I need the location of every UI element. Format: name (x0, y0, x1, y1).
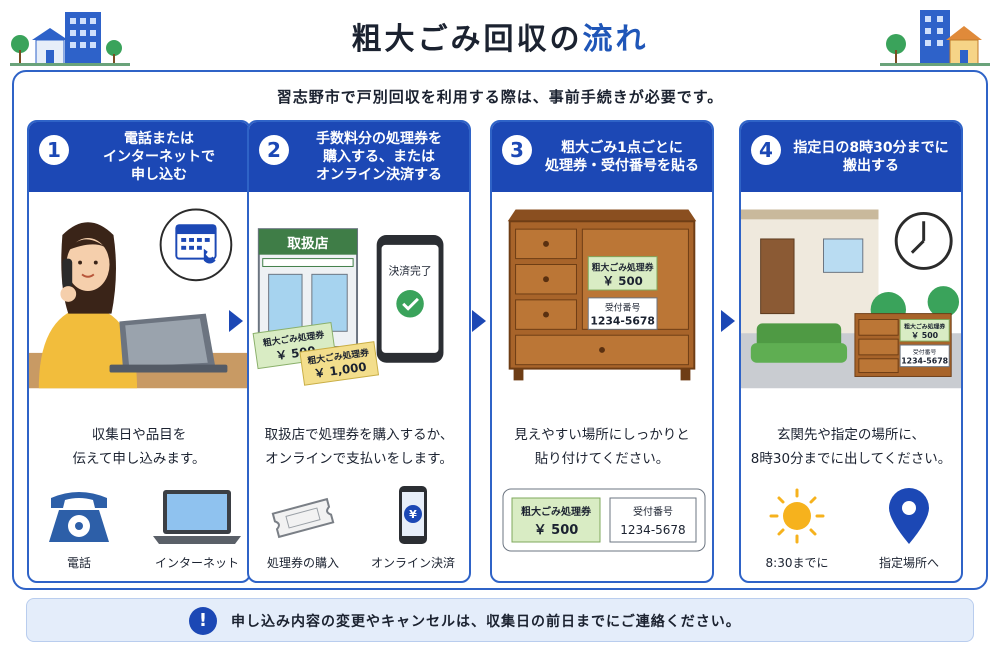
step-heading-4: 指定日の8時30分までに 搬出する (793, 139, 949, 174)
town-left-illustration (10, 12, 130, 66)
dresser-with-ticket-illustration: 粗大ごみ処理券 ￥ 500 受付番号 1234-5678 (507, 209, 697, 381)
closeup-receipt-label: 受付番号 (633, 505, 673, 518)
sun-icon (769, 488, 825, 544)
furniture-receipt-label: 受付番号 (913, 348, 937, 356)
step-heading-3: 粗大ごみ1点ごとに 処理券・受付番号を貼る (545, 139, 699, 174)
store-and-payment-illustration: 取扱店 決済完了 粗大ごみ処理券 ￥ 500 粗大ごみ処理券 ￥ 1,000 (252, 228, 444, 386)
dresser-receipt-number: 1234-5678 (590, 314, 655, 327)
icon-label-location: 指定場所へ (878, 556, 939, 570)
flow-arrow-1 (229, 310, 243, 332)
furniture-ticket-price: ￥ 500 (911, 331, 938, 340)
svg-text:¥: ¥ (409, 508, 417, 521)
ticket-icon (271, 497, 335, 539)
closeup-ticket-label: 粗大ごみ処理券 (521, 505, 592, 518)
step-icons-4: 8:30までに 指定場所へ (741, 484, 961, 581)
telephone-icon (49, 492, 109, 542)
icon-item-telephone: 電話 (29, 484, 129, 570)
icon-label-smartphone: オンライン決済 (370, 556, 455, 570)
step-number-3: 3 (502, 135, 532, 165)
step-icons-2: 処理券の購入 ¥ オンライン決済 (249, 484, 469, 581)
step-heading-1: 電話または インターネットで 申し込む (103, 130, 215, 184)
step-card-4: 4 指定日の8時30分までに 搬出する 粗大ごみ処理券 ￥ 500 受付番号 1… (739, 120, 963, 583)
step-icons-1: 電話 インターネット (29, 484, 249, 581)
step-card-3: 3 粗大ごみ1点ごとに 処理券・受付番号を貼る 粗大ごみ処理券 ￥ 500 受付… (490, 120, 714, 583)
dresser-ticket-label: 粗大ごみ処理券 (592, 261, 654, 273)
town-right-illustration (880, 10, 990, 66)
icon-item-smartphone: ¥ オンライン決済 (363, 484, 463, 570)
icon-label-laptop: インターネット (154, 556, 239, 570)
icon-item-laptop: インターネット (147, 484, 247, 570)
smartphone-yen-icon: ¥ (399, 486, 427, 544)
step-description-1: 収集日や品目を 伝えて申し込みます。 (72, 427, 206, 467)
icon-label-ticket: 処理券の購入 (266, 556, 339, 570)
laptop-icon (153, 490, 241, 544)
header: 粗大ごみ回収の流れ (0, 0, 1000, 70)
step-description-4: 玄関先や指定の場所に、 8時30分までに出してください。 (750, 427, 952, 467)
step-number-1: 1 (39, 135, 69, 165)
title-main: 粗大ごみ回収の (351, 22, 583, 57)
page-title: 粗大ごみ回収の流れ (0, 14, 1000, 58)
step-card-1: 1 電話または インターネットで 申し込む 収集日や品目を 伝えて申し込みます。 (27, 120, 251, 583)
furniture-receipt-number: 1234-5678 (901, 357, 948, 366)
icon-item-ticket: 処理券の購入 (253, 484, 353, 570)
flow-arrow-3 (721, 310, 735, 332)
step-header-4: 4 指定日の8時30分までに 搬出する (741, 122, 961, 192)
icon-item-sun: 8:30までに (747, 484, 847, 570)
step-description-2: 取扱店で処理券を購入するか、 オンラインで支払いをします。 (264, 427, 454, 467)
icon-label-telephone: 電話 (66, 556, 91, 570)
ticket-closeup: 粗大ごみ処理券 ￥ 500 受付番号 1234-5678 (502, 488, 706, 552)
step-number-2: 2 (259, 135, 289, 165)
title-accent: 流れ (582, 22, 649, 57)
notice-banner: ! 申し込み内容の変更やキャンセルは、収集日の前日までにご連絡ください。 (26, 598, 974, 642)
step-header-1: 1 電話または インターネットで 申し込む (29, 122, 249, 192)
intro-text: 習志野市で戸別回収を利用する際は、事前手続きが必要です。 (276, 88, 724, 106)
icon-item-location: 指定場所へ (859, 484, 959, 570)
exclamation-icon: ! (189, 607, 217, 635)
closeup-receipt-number: 1234-5678 (620, 523, 685, 537)
flow-arrow-2 (472, 310, 486, 332)
house-entrance-illustration: 粗大ごみ処理券 ￥ 500 受付番号 1234-5678 (741, 209, 961, 389)
step-header-3: 3 粗大ごみ1点ごとに 処理券・受付番号を貼る (492, 122, 712, 192)
closeup-ticket-price: ￥ 500 (534, 523, 579, 538)
phone-call-illustration (29, 195, 249, 389)
step-heading-2: 手数料分の処理券を 購入する、または オンライン決済する (316, 130, 442, 184)
step-header-2: 2 手数料分の処理券を 購入する、または オンライン決済する (249, 122, 469, 192)
dresser-receipt-label: 受付番号 (605, 302, 640, 314)
step-card-2: 2 手数料分の処理券を 購入する、または オンライン決済する 取扱店 決済完了 … (247, 120, 471, 583)
dresser-ticket-price: ￥ 500 (602, 274, 642, 288)
store-sign-text: 取扱店 (287, 235, 329, 252)
furniture-ticket-label: 粗大ごみ処理券 (904, 322, 945, 330)
step-number-4: 4 (751, 135, 781, 165)
payment-done-text: 決済完了 (388, 263, 431, 277)
notice-text: 申し込み内容の変更やキャンセルは、収集日の前日までにご連絡ください。 (231, 614, 741, 630)
icon-label-sun: 8:30までに (765, 556, 829, 570)
step-description-3: 見えやすい場所にしっかりと 貼り付けてください。 (514, 427, 690, 467)
location-pin-icon (889, 488, 929, 544)
